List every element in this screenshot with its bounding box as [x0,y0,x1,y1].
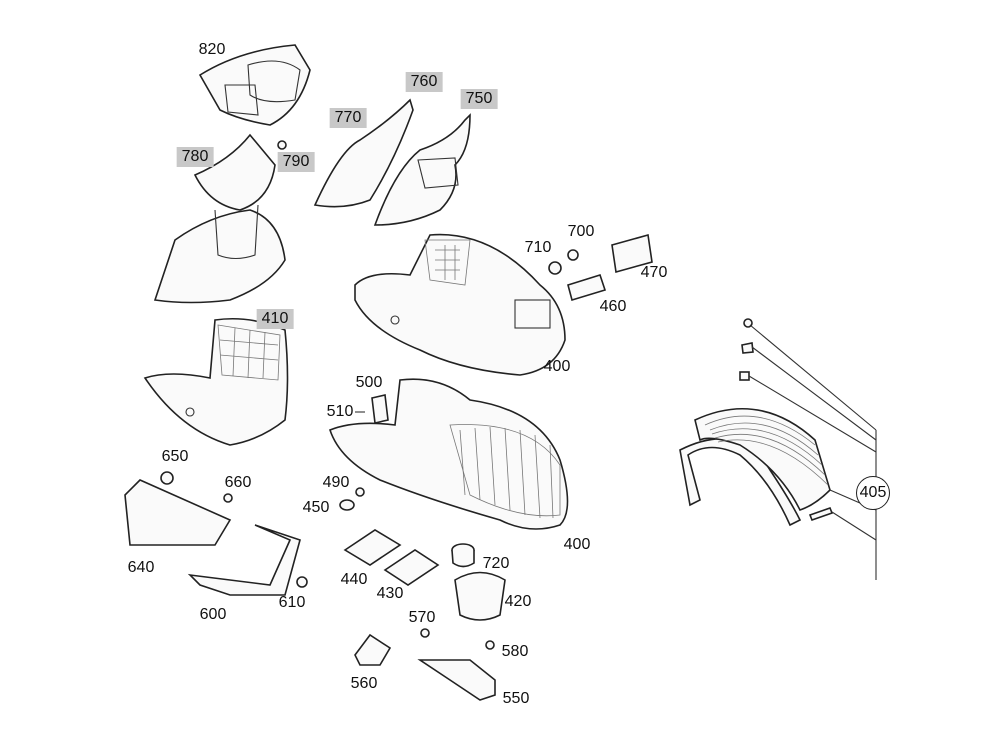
part-410 [143,317,289,446]
part-label-700: 700 [567,223,595,240]
part-460 [567,274,607,302]
part-label-490: 490 [322,474,350,491]
part-label-710: 710 [524,239,552,256]
part-label-470: 470 [640,264,668,281]
part-400-lower [329,378,569,530]
part-label-400-lower: 400 [563,536,591,553]
part-500 [371,394,389,424]
part-label-640: 640 [127,559,155,576]
part-570 [420,628,430,638]
part-405-shutter [694,408,831,511]
part-label-405: 405 [856,476,890,510]
part-label-780: 780 [176,147,214,167]
part-440 [343,529,402,566]
part-label-450: 450 [302,499,330,516]
part-label-580: 580 [501,643,529,660]
part-label-600: 600 [199,606,227,623]
part-label-400-upper: 400 [543,358,571,375]
part-label-790: 790 [277,152,315,172]
part-660 [223,493,233,503]
part-420 [454,571,506,621]
part-label-440: 440 [340,571,368,588]
part-750 [373,113,471,226]
part-label-570: 570 [408,609,436,626]
part-label-770: 770 [329,108,367,128]
part-470 [611,233,653,274]
part-label-500: 500 [355,374,383,391]
part-600 [187,524,301,596]
part-780 [193,133,276,211]
part-label-560: 560 [350,675,378,692]
part-label-550: 550 [502,690,530,707]
part-650 [160,471,174,485]
part-label-430: 430 [376,585,404,602]
part-label-660: 660 [224,474,252,491]
part-790 [277,140,287,150]
part-label-820: 820 [198,41,226,58]
part-580 [485,640,495,650]
part-label-650: 650 [161,448,189,465]
part-490 [355,487,365,497]
part-label-610: 610 [278,594,306,611]
part-label-420: 420 [504,593,532,610]
part-710 [548,261,562,275]
part-label-720: 720 [482,555,510,572]
part-560 [354,633,392,666]
part-label-460: 460 [599,298,627,315]
part-label-510: 510 [326,403,354,420]
part-450 [339,499,355,511]
part-label-760: 760 [405,72,443,92]
part-label-410: 410 [256,309,294,329]
part-430 [383,549,440,586]
part-640 [124,479,232,546]
part-label-750: 750 [460,89,498,109]
part-770 [313,98,414,208]
part-610 [296,576,308,588]
part-550 [417,659,496,701]
part-700 [567,249,579,261]
part-400-upper [354,233,566,376]
